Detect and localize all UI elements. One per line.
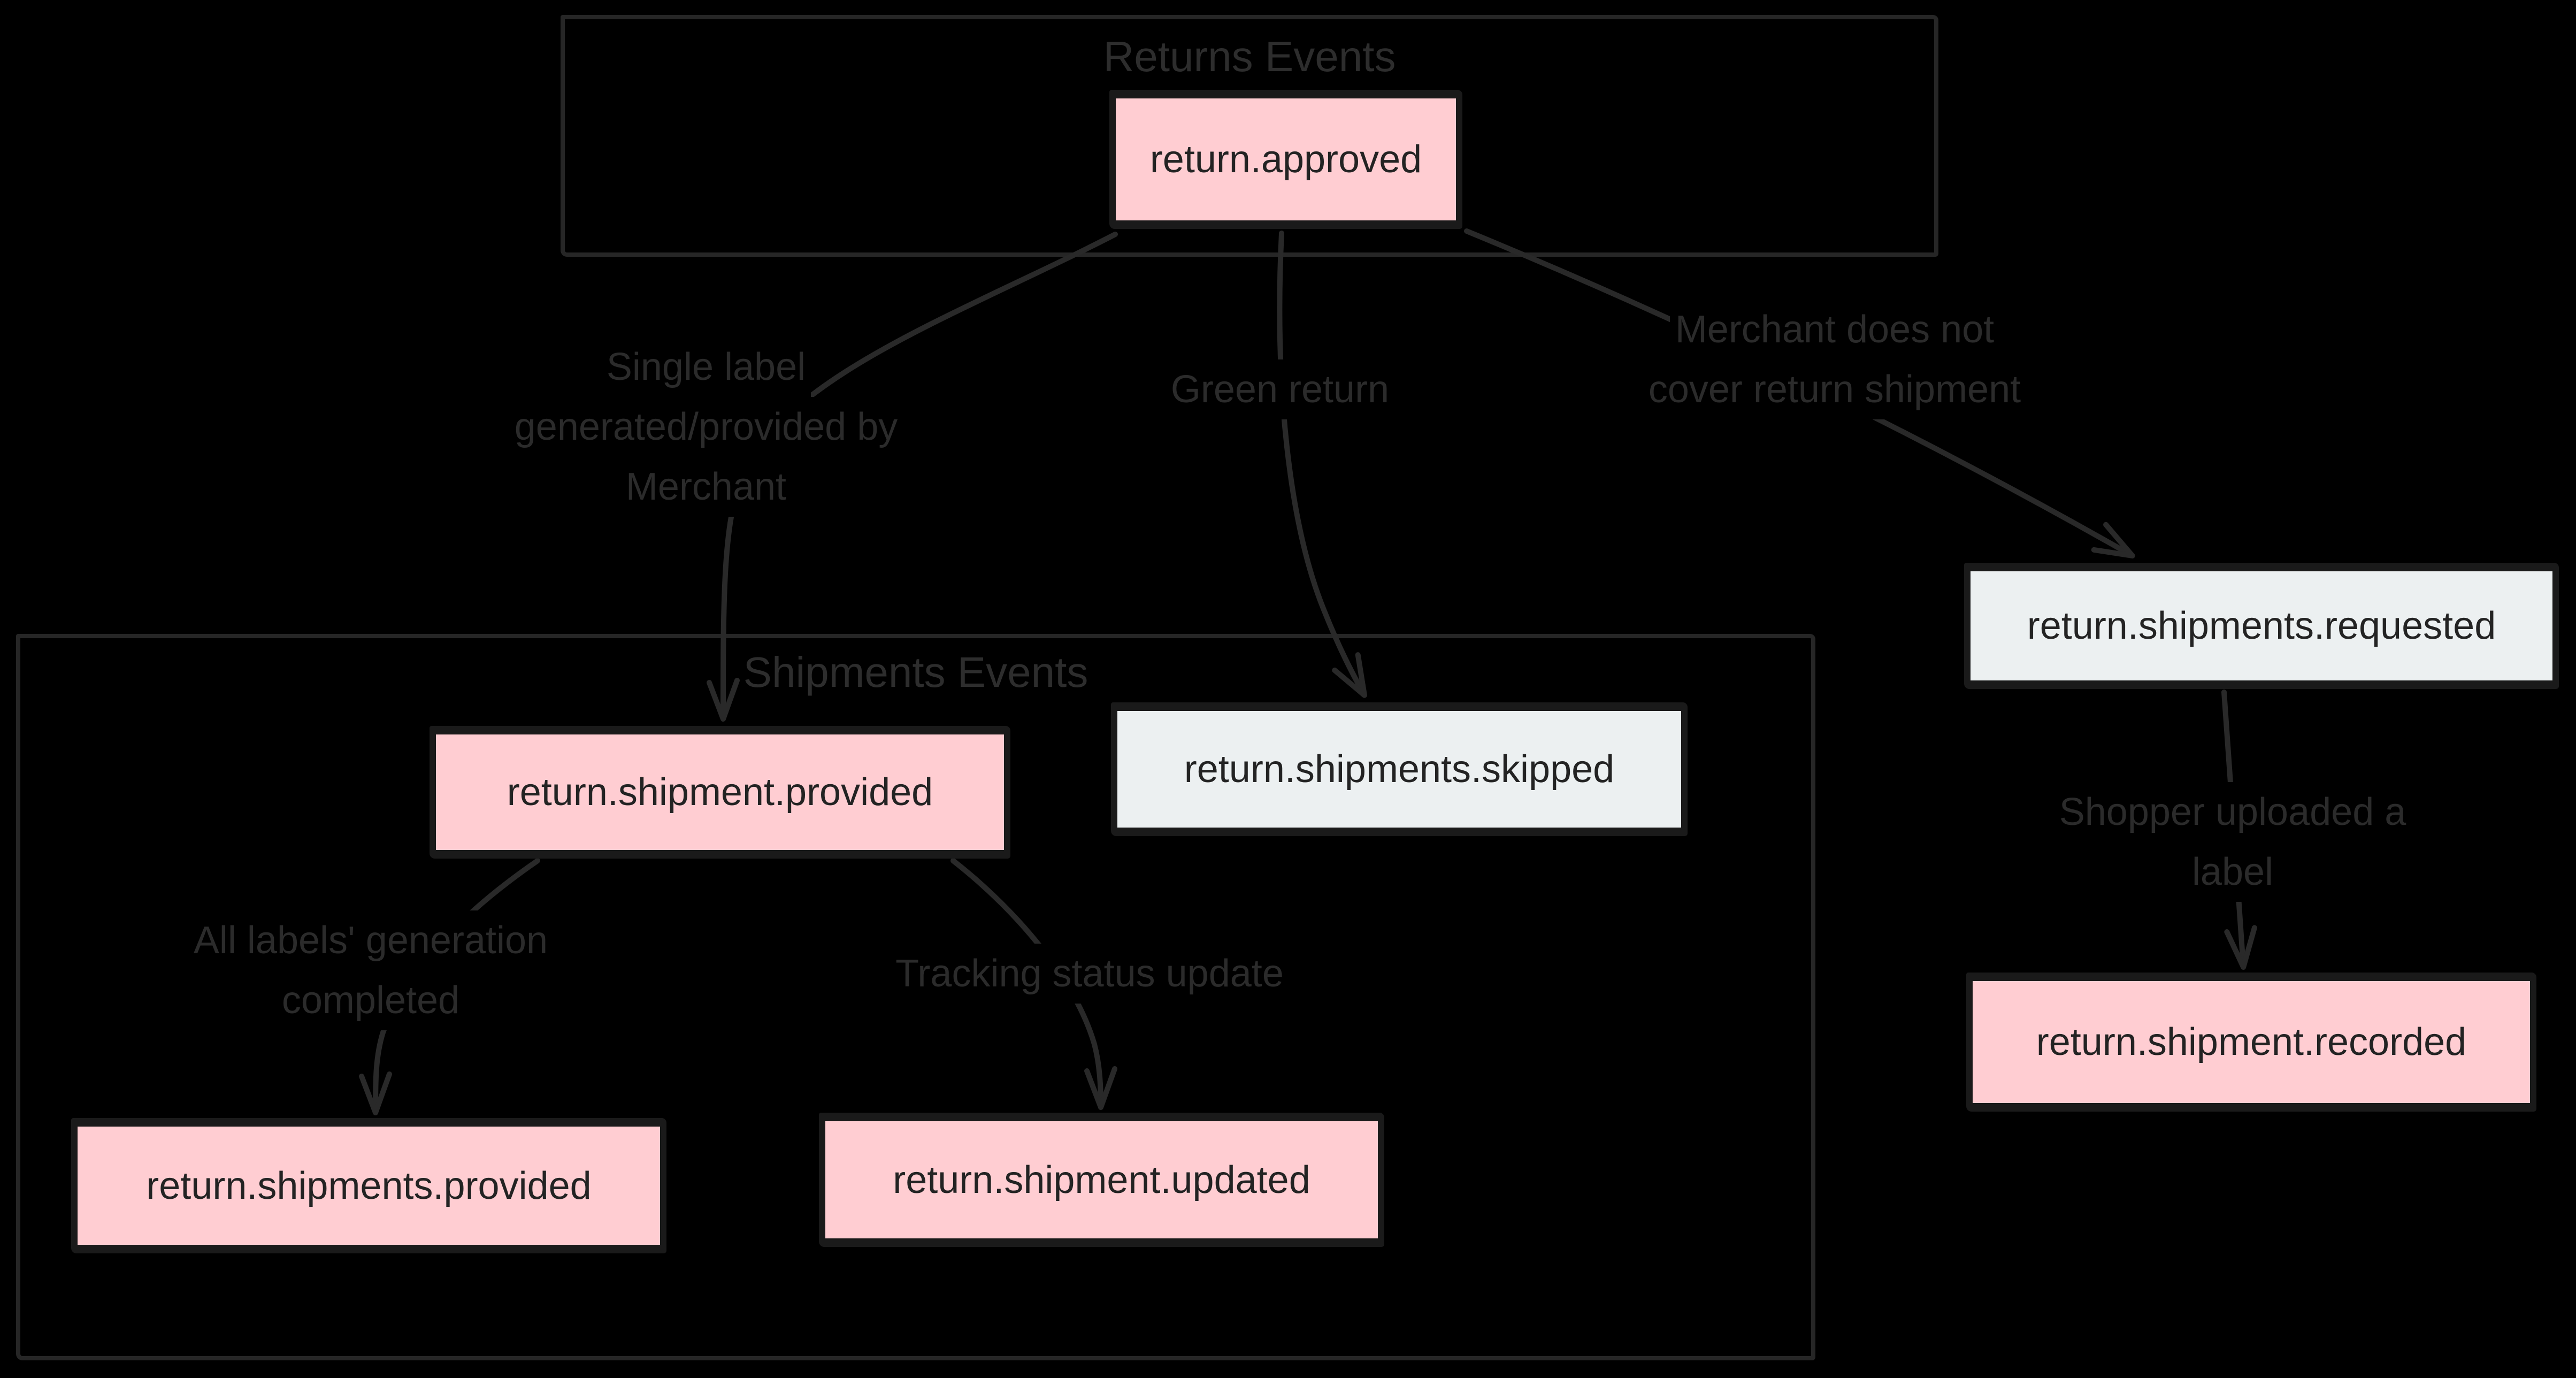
container-shipments-events: Shipments Events — [16, 634, 1815, 1360]
container-title-returns-events: Returns Events — [1103, 33, 1396, 80]
edge-label-green-return: Green return — [1093, 359, 1467, 419]
edge-approved-to-skipped — [1277, 231, 1367, 698]
edge-label-tracking-status-update: Tracking status update — [844, 944, 1336, 1004]
node-return-shipments-requested: return.shipments.requested — [1964, 563, 2559, 689]
edge-label-single-label-generated: Single label generated/provided by Merch… — [439, 337, 973, 517]
container-returns-events: Returns Events — [561, 15, 1938, 257]
edge-label-shopper-uploaded-label: Shopper uploaded a label — [2013, 782, 2452, 902]
node-return-shipment-recorded: return.shipment.recorded — [1966, 973, 2536, 1112]
node-return-shipment-provided: return.shipment.provided — [430, 726, 1010, 859]
node-return-shipments-skipped: return.shipments.skipped — [1111, 702, 1688, 836]
container-title-shipments-events: Shipments Events — [743, 648, 1088, 696]
edge-label-all-labels-generation: All labels' generation completed — [125, 910, 617, 1030]
edge-provided-to-updated — [950, 858, 1117, 1110]
node-return-approved: return.approved — [1109, 90, 1462, 229]
node-return-shipment-updated: return.shipment.updated — [819, 1113, 1384, 1247]
node-return-shipments-provided: return.shipments.provided — [71, 1118, 666, 1253]
edge-label-merchant-not-cover: Merchant does not cover return shipment — [1583, 300, 2086, 419]
